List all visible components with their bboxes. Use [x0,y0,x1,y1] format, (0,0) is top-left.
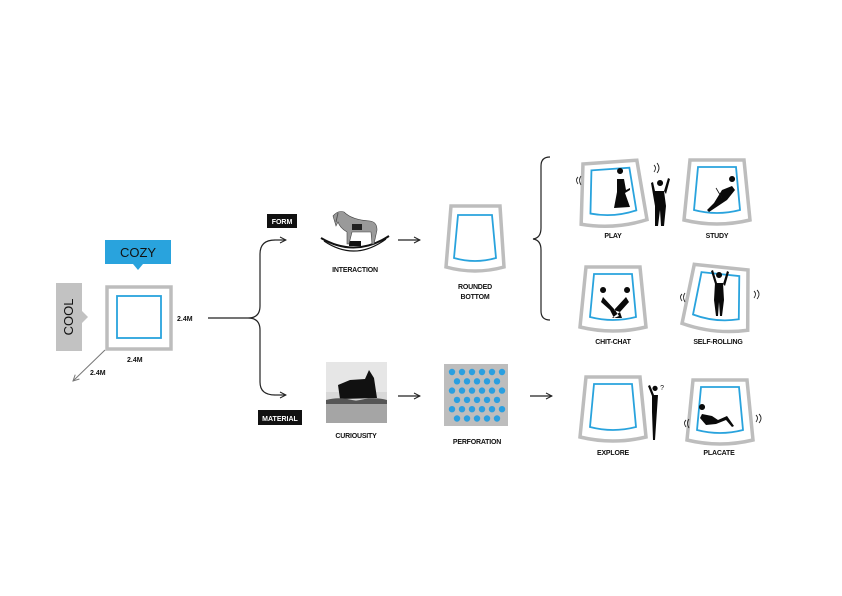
curiousity-label: CURIOUSITY [335,433,377,440]
self-rolling-label: SELF-ROLLING [693,339,743,346]
perforation-dot [463,415,471,422]
perforation-panel [444,364,508,426]
outcome-play: PLAY [575,158,670,240]
outcome-explore: ? EXPLORE [578,375,664,457]
split-connector [208,240,286,395]
perforation-dot [493,396,501,404]
perforation-dot [448,368,456,376]
perforation-dot [458,387,466,394]
rounded-bottom-frame [444,204,506,273]
chatting-figures [600,287,631,318]
perforation-dot [483,415,491,422]
perforation-dot [468,387,476,394]
reader-figure [707,176,736,212]
peeking-figure [648,385,658,440]
perforation-dot [453,415,461,422]
perforation-dot [458,406,466,413]
rounded-label-line1: ROUNDED [458,284,492,291]
perforation-dot [473,415,481,422]
perforation-dot [473,378,481,385]
outcome-chit-chat: CHIT-CHAT [578,265,648,346]
perforation-dot [498,368,506,376]
outcome-brace [532,156,551,321]
perforation-dot [488,406,496,413]
perforation-dot [468,406,476,413]
rounded-label-line2: BOTTOM [460,294,489,301]
perforation-label: PERFORATION [453,439,501,446]
placate-label: PLACATE [703,450,735,457]
perforation-dot [488,387,496,394]
perforation-dot [478,406,486,413]
perforation-dot [478,387,486,394]
outcome-placate: PLACATE [684,378,762,457]
cool-label: COOL [61,299,76,336]
perforation-dot [493,415,501,422]
form-tag: FORM [272,219,293,226]
perforation-dot [453,378,461,385]
perforation-dot [453,396,461,404]
perforation-dot [463,396,471,404]
perforation-dot [473,396,481,404]
cat-photo-image [326,362,387,423]
perforation-dot [458,368,466,376]
perforation-dot [448,406,456,413]
origin-cube: COZY COOL 2.4M 2.4M 2.4M [56,240,193,381]
perforation-dot [483,378,491,385]
outcome-study: STUDY [682,158,752,240]
explore-label: EXPLORE [597,450,630,457]
perforation-dot [488,368,496,376]
perforation-dot [498,387,506,394]
perforation-dots [448,368,506,422]
perforation-dot [478,368,486,376]
study-frame [682,158,752,226]
material-tag: MATERIAL [262,416,298,423]
interaction-label: INTERACTION [332,267,378,274]
cozy-label: COZY [120,245,156,260]
material-branch: MATERIAL CURIOUSITY PERFORATION [258,362,552,446]
cool-callout: COOL [56,283,88,351]
perforation-dot [468,368,476,376]
chit-chat-label: CHIT-CHAT [595,339,631,346]
standing-figure [711,270,729,316]
explore-frame [578,375,648,443]
cozy-callout: COZY [105,240,171,270]
rocking-horse-image [320,211,390,252]
child-figure [614,168,630,208]
study-label: STUDY [706,233,729,240]
perforation-dot [483,396,491,404]
adult-figure [651,178,670,226]
perforation-dot [463,378,471,385]
cube-outer-frame [105,285,173,351]
perforation-dot [493,378,501,385]
depth-arrow [73,349,106,381]
play-frame [575,158,650,230]
chit-chat-frame [578,265,648,333]
question-mark: ? [660,385,664,392]
reclining-figure [699,404,734,427]
dim-height: 2.4M [127,357,143,364]
perforation-dot [498,406,506,413]
form-branch: FORM INTERACTION ROUNDED BOTTOM [267,156,551,321]
perforation-dot [448,387,456,394]
dim-width: 2.4M [177,316,193,323]
dim-depth: 2.4M [90,370,106,377]
outcome-self-rolling: SELF-ROLLING [679,261,760,346]
placate-frame [685,378,755,446]
cube-inner-frame [116,295,162,339]
play-label: PLAY [604,233,622,240]
